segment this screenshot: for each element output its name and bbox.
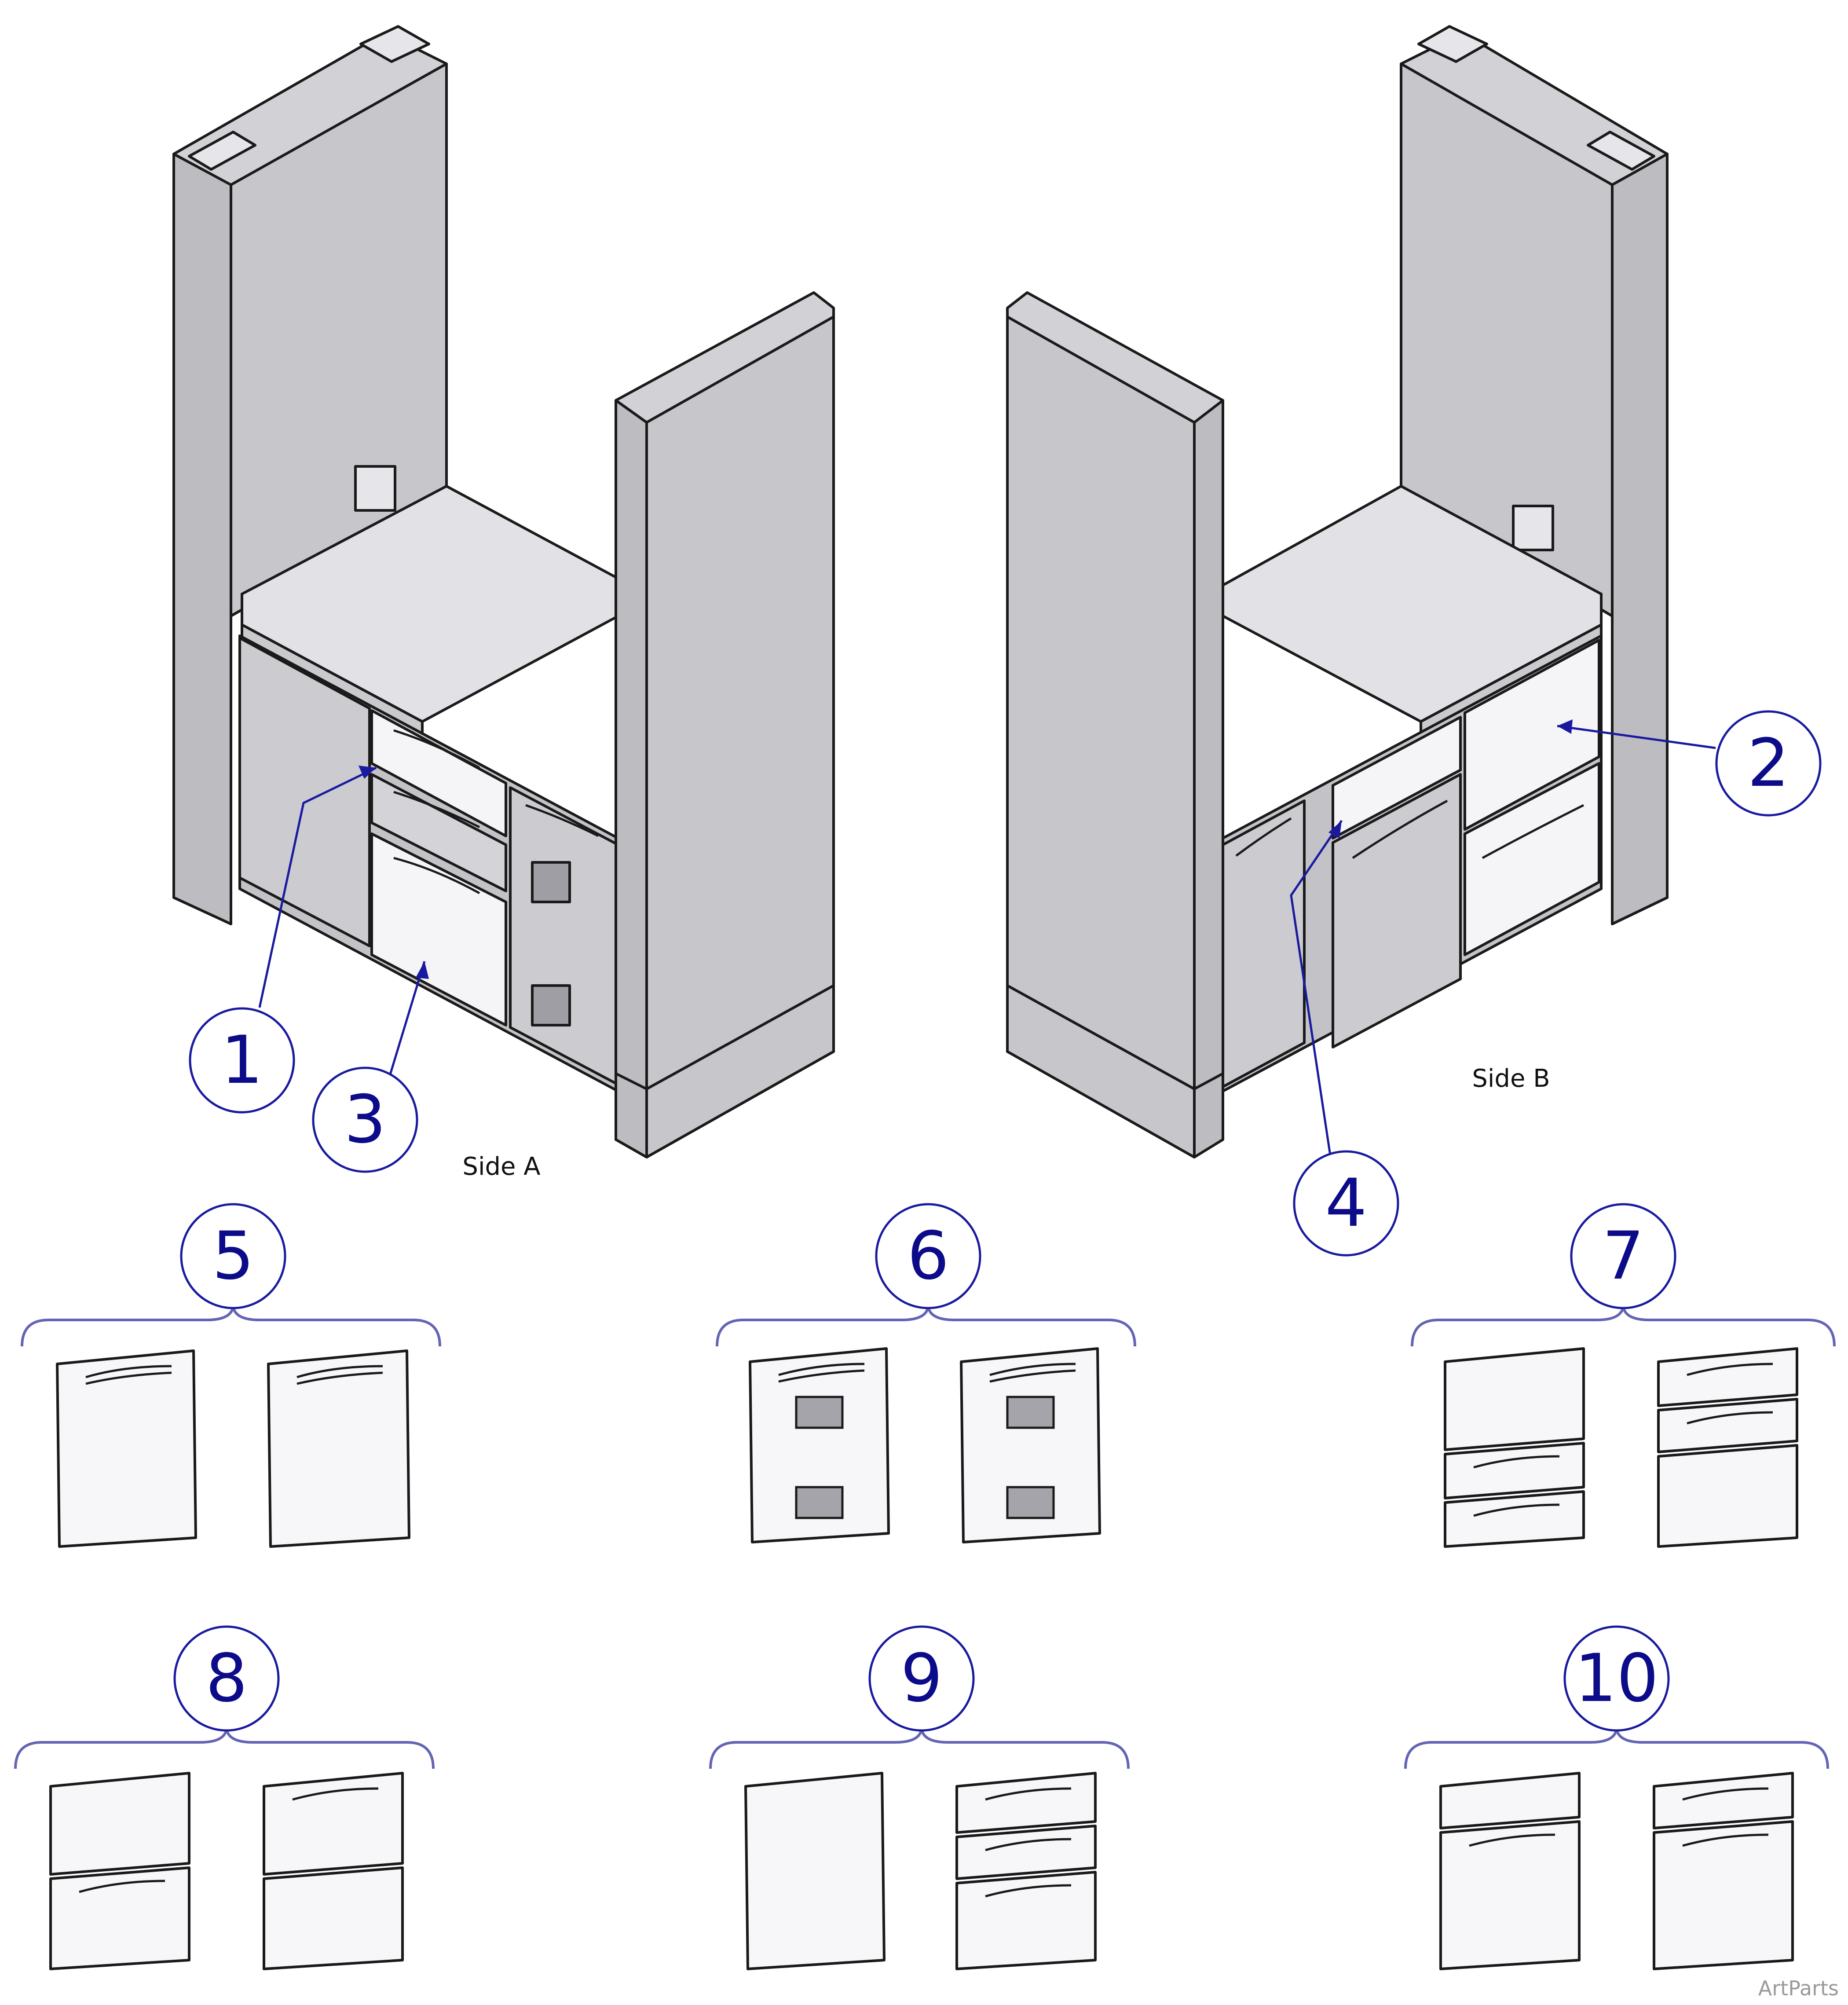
callout-6-label: 6 — [907, 1218, 949, 1294]
callout-8: 8 — [173, 1625, 280, 1732]
callout-10-label: 10 — [1575, 1640, 1659, 1717]
callout-1: 1 — [189, 1007, 295, 1114]
watermark-text: ArtParts — [1758, 1976, 1839, 2000]
panel-fronts — [49, 1347, 1798, 1970]
callout-3: 3 — [312, 1067, 418, 1173]
set7-tall-a — [1444, 1347, 1585, 1451]
set7-mid-a — [1444, 1442, 1585, 1499]
set8-upper-b — [263, 1772, 404, 1876]
callout-3-label: 3 — [344, 1081, 386, 1158]
callout-7-label: 7 — [1602, 1218, 1644, 1294]
callout-9: 9 — [868, 1625, 975, 1732]
set5-door-b — [267, 1349, 410, 1548]
callout-10: 10 — [1563, 1625, 1670, 1732]
cabinet-side-b — [1006, 25, 1669, 1158]
leader-lines — [258, 725, 1716, 1217]
callout-4: 4 — [1293, 1150, 1399, 1257]
callout-7: 7 — [1570, 1203, 1676, 1309]
callout-2: 2 — [1715, 710, 1822, 817]
set10-low-a — [1439, 1820, 1581, 1970]
callout-6: 6 — [875, 1203, 981, 1309]
set10-low-b — [1653, 1820, 1794, 1970]
side-b-label: Side B — [1472, 1064, 1550, 1093]
set9-low — [955, 1871, 1097, 1970]
callout-9-label: 9 — [900, 1640, 942, 1717]
set9-door — [744, 1772, 886, 1970]
set7-mid-b — [1657, 1398, 1798, 1453]
callout-1-label: 1 — [221, 1022, 263, 1099]
set8-lower-a — [49, 1866, 190, 1970]
set7-top-b — [1657, 1347, 1798, 1407]
set10-top-a — [1439, 1772, 1581, 1829]
panel-handles — [79, 1363, 1773, 1898]
set6-vents — [795, 1396, 1055, 1519]
set9-top — [955, 1772, 1097, 1834]
callout-4-label: 4 — [1325, 1165, 1367, 1242]
cabinet-side-a-handles — [393, 729, 599, 894]
callout-5-label: 5 — [212, 1218, 254, 1294]
set6-door-a — [749, 1347, 890, 1543]
set6-door-b — [960, 1347, 1101, 1543]
callout-8-label: 8 — [205, 1640, 247, 1717]
callout-2-label: 2 — [1747, 725, 1789, 802]
arrowheads — [359, 719, 1573, 979]
cabinet-side-b-handles — [1235, 799, 1585, 859]
set10-top-b — [1653, 1772, 1794, 1829]
set8-upper-a — [49, 1772, 190, 1876]
callout-5: 5 — [180, 1203, 286, 1309]
cabinet-side-a — [172, 25, 835, 1158]
set8-lower-b — [263, 1866, 404, 1970]
side-a-label: Side A — [462, 1152, 540, 1181]
set5-door-a — [56, 1349, 197, 1548]
set9-mid — [955, 1825, 1097, 1880]
set7-low-b — [1657, 1444, 1798, 1548]
set7-low-a — [1444, 1490, 1585, 1548]
